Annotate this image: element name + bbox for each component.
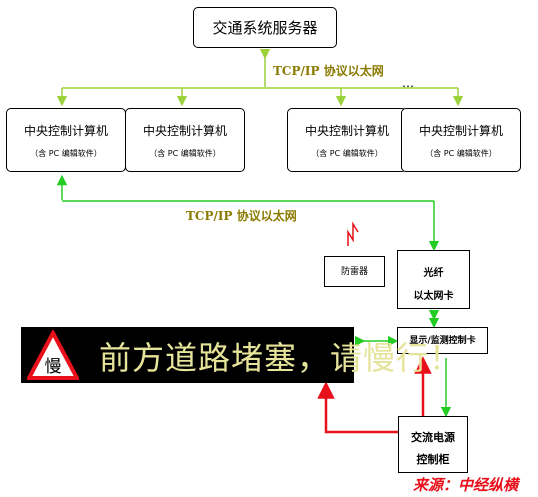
power-lines (317, 356, 432, 434)
power-line1: 交流电源 (411, 431, 455, 444)
power-line2: 控制柜 (416, 453, 450, 466)
computer-title: 中央控制计算机 (304, 124, 389, 138)
computer-title: 中央控制计算机 (23, 124, 108, 138)
source-caption: 来源：中经纵横 (413, 476, 519, 494)
lightning-arrester-box: 防雷器 (324, 256, 385, 287)
warning-badge-text: 慢 (45, 356, 62, 377)
sign-message: 前方道路堵塞，请慢行！ (99, 339, 463, 377)
fiber-line2: 以太网卡 (413, 291, 454, 302)
central-computer-3: 中央控制计算机 （含 PC 编辑软件） (287, 108, 407, 172)
display-control-card-box: 显示/监测控制卡 (397, 327, 488, 354)
fiber-card-box: 光纤 以太网卡 (397, 250, 470, 309)
top-network-label: TCP/IP 协议以太网 (273, 64, 384, 78)
vms-sign: 慢 前方道路堵塞，请慢行！ (21, 327, 461, 383)
central-computer-2: 中央控制计算机 （含 PC 编辑软件） (125, 108, 245, 172)
computer-subtitle: （含 PC 编辑软件） (311, 149, 383, 158)
more-computers-ellipsis: … (402, 76, 415, 90)
power-cabinet-box: 交流电源 控制柜 (398, 416, 468, 473)
display-control-label: 显示/监测控制卡 (409, 336, 476, 346)
server-label: 交通系统服务器 (212, 19, 318, 37)
computer-subtitle: （含 PC 编辑软件） (425, 149, 497, 158)
server-box: 交通系统服务器 (193, 7, 337, 48)
central-computer-1: 中央控制计算机 （含 PC 编辑软件） (6, 108, 126, 172)
fiber-line1: 光纤 (423, 268, 444, 279)
lightning-icon (347, 221, 359, 246)
computer-subtitle: （含 PC 编辑软件） (30, 149, 102, 158)
slow-warning-icon: 慢 (27, 330, 79, 380)
computer-title: 中央控制计算机 (418, 124, 503, 138)
computer-subtitle: （含 PC 编辑软件） (149, 149, 221, 158)
top-network-bus (56, 48, 464, 107)
mid-network-line (56, 174, 440, 252)
mid-network-label: TCP/IP 协议以太网 (186, 209, 297, 223)
computer-title: 中央控制计算机 (142, 124, 227, 138)
central-computer-4: 中央控制计算机 （含 PC 编辑软件） (401, 108, 521, 172)
lightning-arrester-label: 防雷器 (340, 267, 368, 277)
